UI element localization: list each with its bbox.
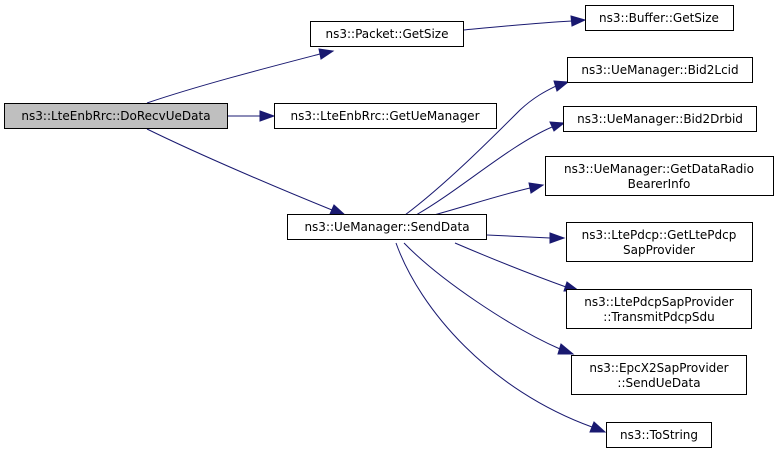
- edge-sendData-to-getLtePdcpSapProvider: [486, 232, 566, 244]
- edge-sendData-to-transmitPdcpSdu: [454, 242, 581, 292]
- node-lte-pdcp-sap-provider-transmit-pdcp-sdu[interactable]: ns3::LtePdcpSapProvider ::TransmitPdcpSd…: [566, 289, 752, 329]
- edge-sendData-to-sendUeData: [403, 242, 575, 355]
- node-epc-x2-sap-provider-send-ue-data[interactable]: ns3::EpcX2SapProvider ::SendUeData: [571, 355, 747, 395]
- node-label: SapProvider: [623, 243, 695, 257]
- edge-sendData-to-bid2drbid: [415, 121, 566, 216]
- edge-sendData-to-toString: [395, 242, 607, 433]
- node-label: ::TransmitPdcpSdu: [603, 310, 714, 324]
- node-lte-enb-rrc-get-ue-manager[interactable]: ns3::LteEnbRrc::GetUeManager: [274, 103, 497, 129]
- node-label: ns3::UeManager::GetDataRadio: [564, 162, 754, 176]
- edge-sendData-to-getDataRadioBearerInfo: [433, 182, 545, 216]
- node-label: BearerInfo: [628, 177, 691, 191]
- node-label: ns3::UeManager::SendData: [304, 220, 469, 234]
- node-label: ::SendUeData: [617, 376, 700, 390]
- node-label: ns3::UeManager::Bid2Lcid: [581, 63, 738, 77]
- node-label: ns3::LteEnbRrc::DoRecvUeData: [21, 109, 210, 123]
- node-label: ns3::LtePdcpSapProvider: [584, 295, 733, 309]
- node-label: ns3::EpcX2SapProvider: [589, 361, 728, 375]
- node-label: ns3::LtePdcp::GetLtePdcp: [582, 228, 737, 242]
- node-label: ns3::UeManager::Bid2Drbid: [577, 112, 743, 126]
- node-ue-manager-bid2lcid[interactable]: ns3::UeManager::Bid2Lcid: [567, 57, 753, 83]
- node-packet-get-size[interactable]: ns3::Packet::GetSize: [310, 21, 464, 47]
- node-ue-manager-send-data[interactable]: ns3::UeManager::SendData: [287, 214, 487, 240]
- edge-doRecvUeData-to-getUeManager: [227, 110, 276, 122]
- node-ue-manager-get-data-radio-bearer-info[interactable]: ns3::UeManager::GetDataRadio BearerInfo: [545, 156, 774, 196]
- node-lte-enb-rrc-do-recv-ue-data[interactable]: ns3::LteEnbRrc::DoRecvUeData: [4, 103, 228, 129]
- edge-sendData-to-bid2lcid: [404, 80, 570, 216]
- node-label: ns3::LteEnbRrc::GetUeManager: [291, 109, 480, 123]
- node-lte-pdcp-get-lte-pdcp-sap-provider[interactable]: ns3::LtePdcp::GetLtePdcp SapProvider: [566, 222, 753, 262]
- node-label: ns3::Buffer::GetSize: [599, 11, 719, 25]
- node-label: ns3::Packet::GetSize: [326, 27, 449, 41]
- node-ue-manager-bid2drbid[interactable]: ns3::UeManager::Bid2Drbid: [563, 106, 757, 132]
- node-label: ns3::ToString: [620, 428, 698, 442]
- node-buffer-get-size[interactable]: ns3::Buffer::GetSize: [585, 5, 734, 31]
- edge-doRecvUeData-to-sendData: [146, 128, 347, 216]
- edge-doRecvUeData-to-packetGetSize: [146, 48, 335, 104]
- node-to-string[interactable]: ns3::ToString: [606, 422, 712, 448]
- edge-packetGetSize-to-bufferGetSize: [462, 15, 587, 31]
